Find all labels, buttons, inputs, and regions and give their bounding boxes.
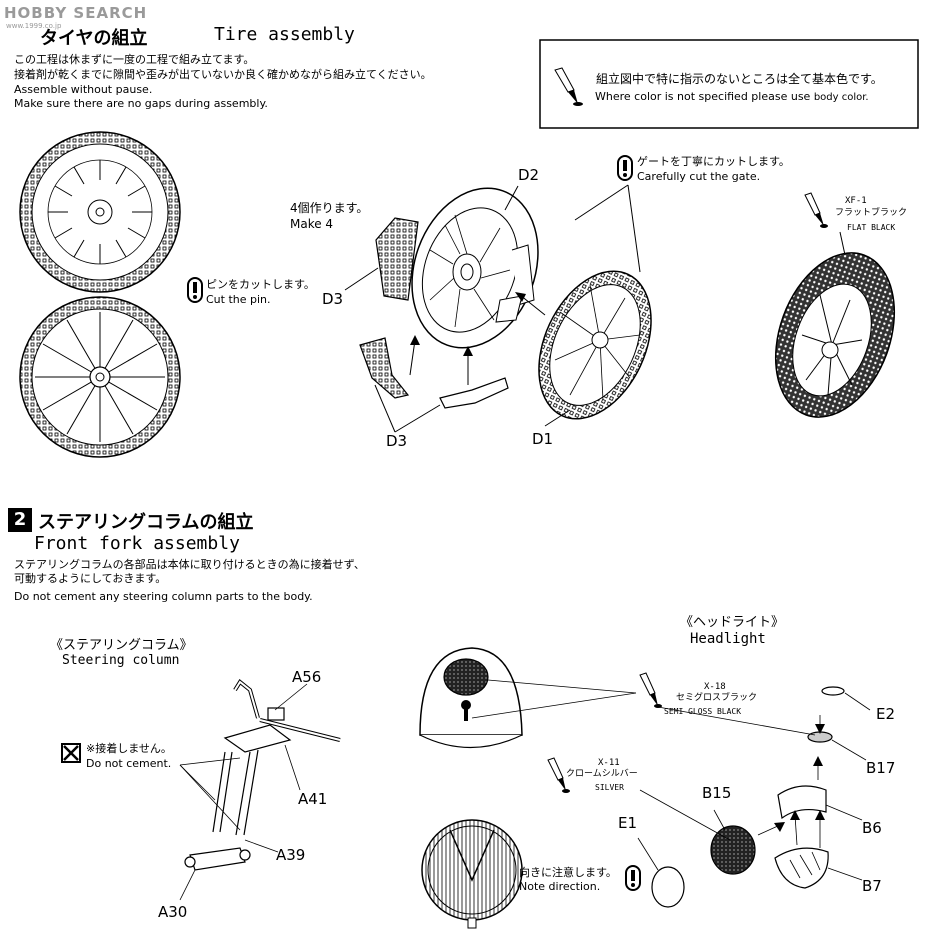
headlight-leader-lines — [471, 679, 871, 881]
headlight-front-illustration — [421, 819, 523, 929]
step1-text-en-1: Assemble without pause. — [14, 83, 153, 96]
wheel-painted-illustration — [774, 252, 896, 418]
wheel-exploded-illustration — [411, 187, 539, 349]
part-label-b6: B6 — [862, 819, 882, 837]
make4-text-jp: 4個作ります。 — [290, 201, 369, 215]
headlight-arrowheads — [774, 724, 825, 832]
color-xf1-jp: フラットブラック — [835, 208, 908, 218]
watermark-url: www.1999.co.jp — [6, 22, 62, 30]
step2-text-jp-2: 可動するようにしておきます。 — [14, 572, 167, 585]
caution-icon-direction — [625, 865, 641, 891]
step2-title-jp: ステアリングコラムの組立 — [38, 512, 254, 533]
tread-piece-d3-top — [375, 217, 419, 301]
tread-piece-d3-bottom — [439, 377, 509, 409]
note-box-en-b: body color. — [813, 92, 869, 103]
part-label-a30: A30 — [158, 903, 188, 921]
step2-text-jp-1: ステアリングコラムの各部品は本体に取り付けるときの為に接着せず、 — [14, 558, 365, 571]
color-xf1-code: XF-1 — [845, 196, 867, 206]
pin-text-jp: ピンをカットします。 — [206, 278, 315, 291]
step1-title-jp: タイヤの組立 — [40, 28, 148, 49]
part-label-d3-bottom: D3 — [386, 432, 408, 450]
part-label-a39: A39 — [276, 846, 306, 864]
color-x11-jp: クロームシルバー — [566, 769, 638, 779]
brush-icon — [554, 67, 583, 106]
step2-text-en: Do not cement any steering column parts … — [14, 590, 313, 603]
note-box-jp: 組立図中で特に指示のないところは全て基本色です。 — [596, 72, 883, 86]
part-label-d1: D1 — [532, 430, 554, 448]
wheel-top-illustration — [19, 131, 181, 293]
nocement-text-jp: ※接着しません。 — [86, 742, 172, 755]
part-label-e1: E1 — [618, 814, 638, 832]
headlight-body-illustration — [419, 647, 523, 748]
brush-icon-x18 — [639, 672, 662, 708]
note-box-frame — [539, 39, 919, 129]
nocement-text-en: Do not cement. — [86, 757, 172, 770]
make4-text-en: Make 4 — [290, 217, 334, 231]
direction-text-jp: 向きに注意します。 — [519, 866, 617, 879]
watermark: HOBBY SEARCH — [4, 4, 148, 22]
gate-text-en: Carefully cut the gate. — [637, 170, 761, 183]
part-label-a56: A56 — [292, 668, 322, 686]
step1-text-jp-1: この工程は休まずに一度の工程で組み立てます。 — [14, 53, 255, 66]
step1-text-en-2: Make sure there are no gaps during assem… — [14, 97, 268, 110]
pin-text-en: Cut the pin. — [206, 293, 271, 306]
brush-icon-x11 — [547, 757, 570, 793]
color-x18-jp: セミグロスブラック — [676, 693, 758, 703]
note-box-en-a: Where color is not specified please use — [595, 90, 811, 103]
color-x11-code: X-11 — [598, 758, 620, 768]
step1-text-jp-2: 接着剤が乾くまでに隙間や歪みが出ていないか良く確かめながら組み立てください。 — [14, 68, 432, 81]
step1-title-en: Tire assembly — [214, 24, 355, 45]
part-label-d3-top: D3 — [322, 290, 344, 308]
color-x11-en: SILVER — [595, 783, 624, 792]
step2-title-en: Front fork assembly — [34, 533, 240, 554]
steering-title-en: Steering column — [62, 653, 180, 668]
tread-piece-d3-left — [359, 337, 410, 399]
part-label-d2: D2 — [518, 166, 540, 184]
note-box-en: Where color is not specified please use … — [595, 90, 869, 103]
step2-number: 2 — [8, 508, 32, 532]
caution-icon-gate — [617, 155, 633, 181]
color-x18-code: X-18 — [704, 682, 726, 692]
steering-leader-lines — [179, 683, 308, 901]
no-cement-icon — [61, 743, 81, 763]
headlight-title-en: Headlight — [690, 631, 766, 647]
step1-leader-lines — [344, 184, 846, 433]
headlight-parts-illustration — [651, 686, 845, 908]
part-label-e2: E2 — [876, 705, 896, 723]
brush-icon-xf1 — [804, 192, 828, 228]
color-x18-en: SEMI GLOSS BLACK — [664, 707, 742, 716]
steering-title-jp: 《ステアリングコラム》 — [50, 638, 193, 653]
caution-icon-pin — [187, 277, 203, 303]
wheel-d1-illustration — [538, 270, 652, 420]
step1-arrowheads — [410, 292, 526, 356]
part-label-b17: B17 — [866, 759, 896, 777]
gate-text-jp: ゲートを丁寧にカットします。 — [637, 155, 790, 168]
steering-column-illustration — [184, 679, 341, 871]
part-label-b7: B7 — [862, 877, 882, 895]
headlight-title-jp: 《ヘッドライト》 — [680, 615, 785, 630]
part-label-a41: A41 — [298, 790, 328, 808]
direction-text-en: Note direction. — [519, 880, 601, 893]
wheel-bottom-illustration — [19, 296, 181, 458]
part-label-b15: B15 — [702, 784, 732, 802]
color-xf1-en: FLAT BLACK — [847, 223, 896, 232]
